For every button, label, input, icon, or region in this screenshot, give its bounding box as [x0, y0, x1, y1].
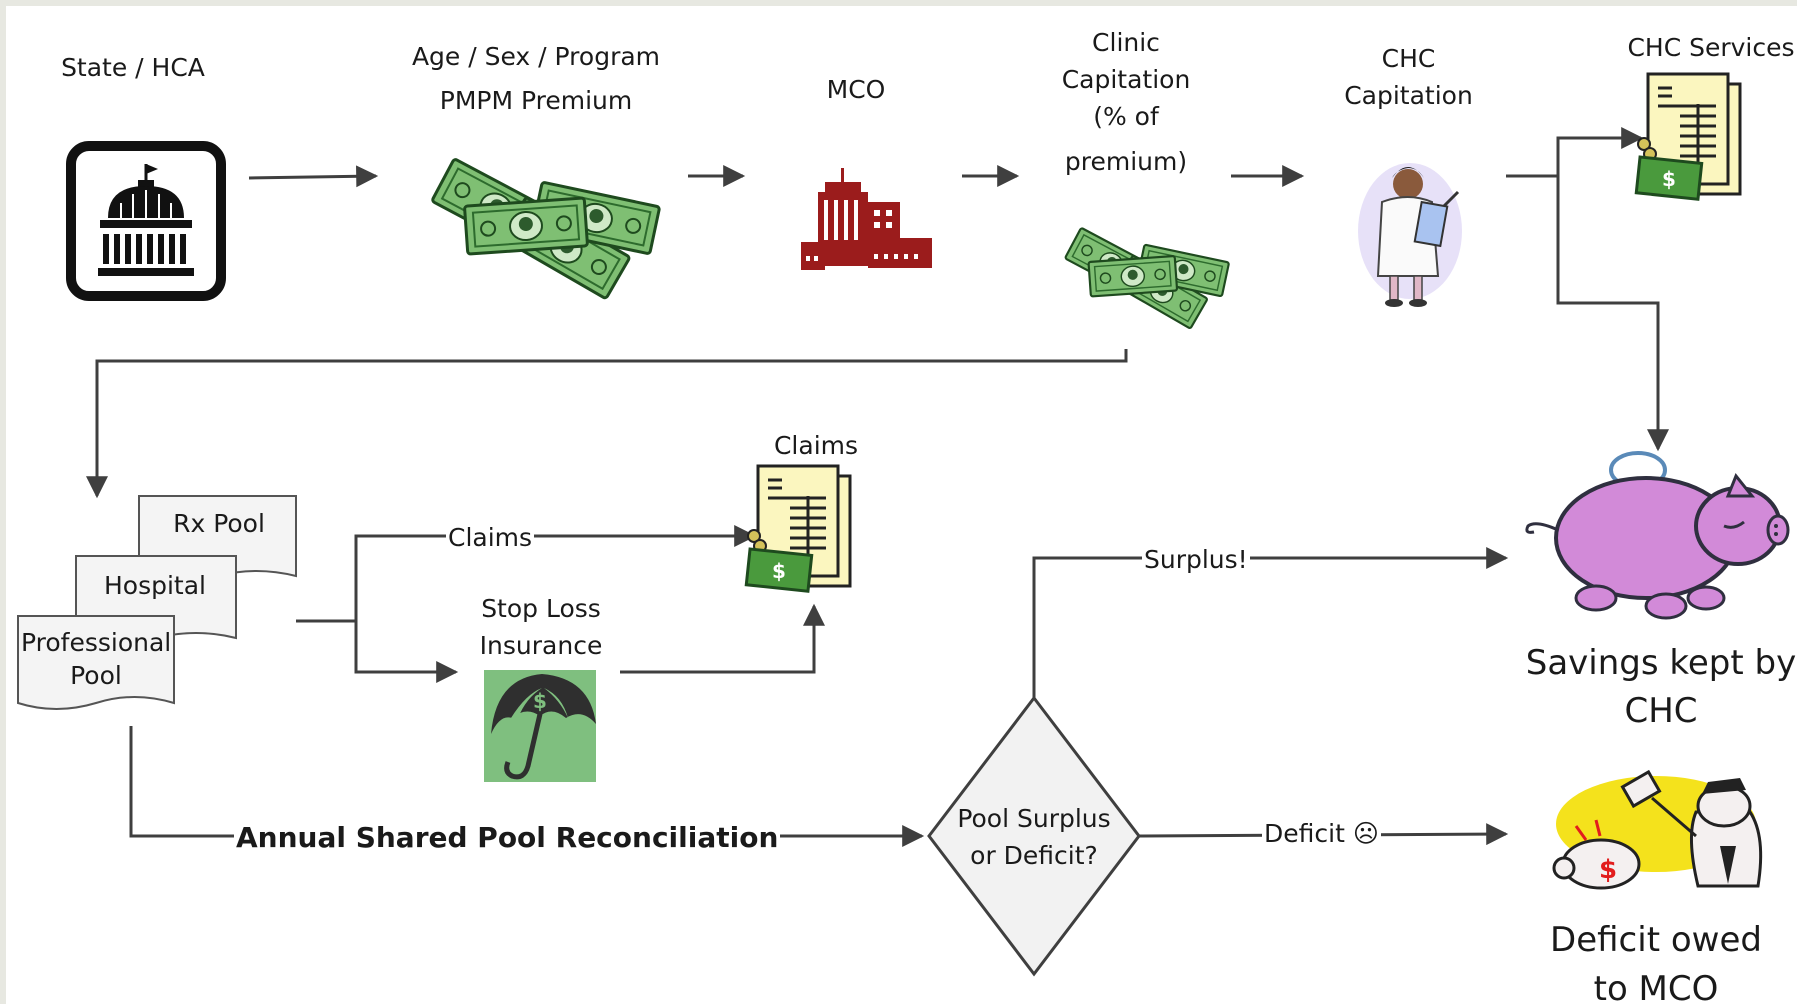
clinic-label-line4: premium)	[1064, 147, 1188, 176]
invoice-money-icon	[744, 464, 852, 593]
chc-services-label: CHC Services	[1627, 33, 1795, 62]
arrow-state-to-premium	[248, 165, 379, 188]
svg-text:$: $	[533, 689, 547, 713]
money-stack-icon	[1063, 226, 1231, 330]
arrow-branch-to-claims	[354, 525, 757, 621]
stop-loss-line1: Stop Loss	[481, 594, 601, 623]
professional-pool-line2: Pool	[70, 661, 122, 690]
premium-label: Age / Sex / Program PMPM Premium	[396, 39, 676, 120]
decision-diamond	[927, 695, 1141, 977]
money-stack-icon	[430, 157, 662, 301]
chc-capitation-line2: Capitation	[1344, 81, 1473, 110]
stop-loss-line2: Insurance	[479, 631, 603, 660]
arrow-decision-to-surplus	[1032, 547, 1509, 698]
stop-loss-label: Stop Loss Insurance	[461, 590, 621, 664]
office-building-icon	[801, 168, 932, 270]
claims-branch-label: Claims	[446, 520, 535, 557]
piggy-bank-icon	[1525, 451, 1790, 620]
professional-pool-label: Professional Pool	[21, 626, 171, 692]
svg-text:$: $	[1599, 855, 1617, 885]
premium-label-line1: Age / Sex / Program	[411, 42, 661, 71]
invoice-money-icon	[1634, 72, 1742, 201]
chc-capitation-label: CHC Capitation	[1326, 40, 1491, 114]
flow-diagram: $	[17, 72, 1790, 977]
deficit-owed-label: Deficit owed to MCO	[1506, 916, 1797, 1004]
capitol-icon	[66, 141, 226, 301]
premium-label-line2: PMPM Premium	[439, 86, 633, 116]
clinic-label-line3: (% of	[1093, 102, 1159, 131]
state-label: State / HCA	[61, 53, 205, 82]
pool-documents	[17, 495, 297, 710]
clinic-label-line1: Clinic	[1092, 28, 1160, 57]
clinic-label: Clinic Capitation (% of premium)	[1046, 24, 1206, 180]
arrow-chc-to-services	[1506, 127, 1644, 178]
reconciliation-label: Annual Shared Pool Reconciliation	[234, 818, 781, 859]
doctor-icon	[1358, 163, 1462, 307]
chc-capitation-line1: CHC	[1381, 44, 1436, 73]
deficit-owed-line2: to MCO	[1593, 969, 1719, 1004]
arrow-chc-to-savings	[1556, 176, 1669, 452]
hospital-pool-label: Hospital	[103, 571, 206, 600]
decision-line2: or Deficit?	[970, 841, 1098, 870]
professional-pool-line1: Professional	[21, 628, 172, 657]
mco-label: MCO	[826, 75, 886, 104]
diagram-canvas: $	[6, 6, 1797, 1004]
deficit-label: Deficit ☹	[1262, 816, 1381, 853]
rx-pool-label: Rx Pool	[173, 509, 265, 538]
deficit-owed-line1: Deficit owed	[1550, 920, 1762, 960]
claims-node-label: Claims	[773, 431, 859, 460]
surplus-label: Surplus!	[1142, 542, 1250, 579]
decision-label: Pool Surplus or Deficit?	[954, 800, 1114, 874]
piggy-bank-hammer-icon: $	[1552, 769, 1763, 890]
umbrella-money-icon: $	[484, 670, 596, 782]
arrow-clinic-to-pools	[86, 349, 1128, 499]
savings-line1: Savings kept by	[1525, 643, 1797, 683]
savings-label: Savings kept by CHC	[1511, 640, 1797, 735]
decision-line1: Pool Surplus	[957, 804, 1111, 833]
clinic-label-line2: Capitation	[1061, 65, 1191, 94]
savings-line2: CHC	[1624, 690, 1698, 731]
arrow-branch-to-stoploss	[354, 621, 459, 683]
arrow-stoploss-to-claims	[620, 603, 825, 674]
